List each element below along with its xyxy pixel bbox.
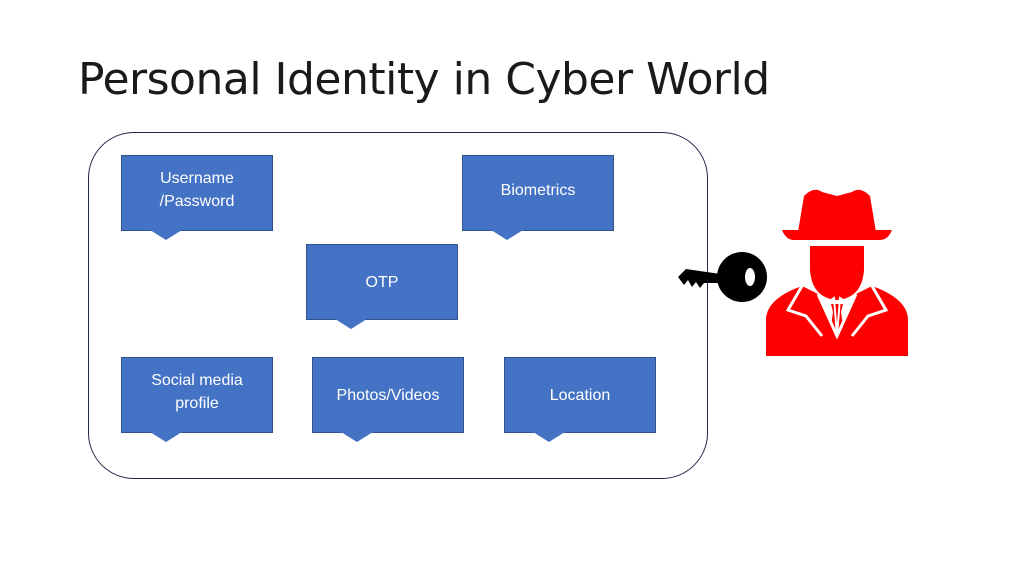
callout-label: Photos/Videos (336, 386, 440, 404)
callout-label: Biometrics (500, 181, 576, 199)
callout-label: Social media profile (151, 372, 243, 412)
callout-label: Location (549, 386, 611, 404)
hacker-icon (766, 189, 908, 356)
callout-username-password: Username /Password (121, 155, 273, 240)
slide-title: Personal Identity in Cyber World (78, 54, 770, 105)
callout-label: Username /Password (159, 170, 235, 210)
callout-location: Location (504, 357, 656, 442)
identity-container (88, 132, 708, 479)
callout-social-media-profile: Social media profile (121, 357, 273, 442)
key-icon (678, 252, 767, 302)
callout-biometrics: Biometrics (462, 155, 614, 240)
callout-otp: OTP (306, 244, 458, 329)
callout-photos-videos: Photos/Videos (312, 357, 464, 442)
callout-label: OTP (365, 273, 399, 291)
